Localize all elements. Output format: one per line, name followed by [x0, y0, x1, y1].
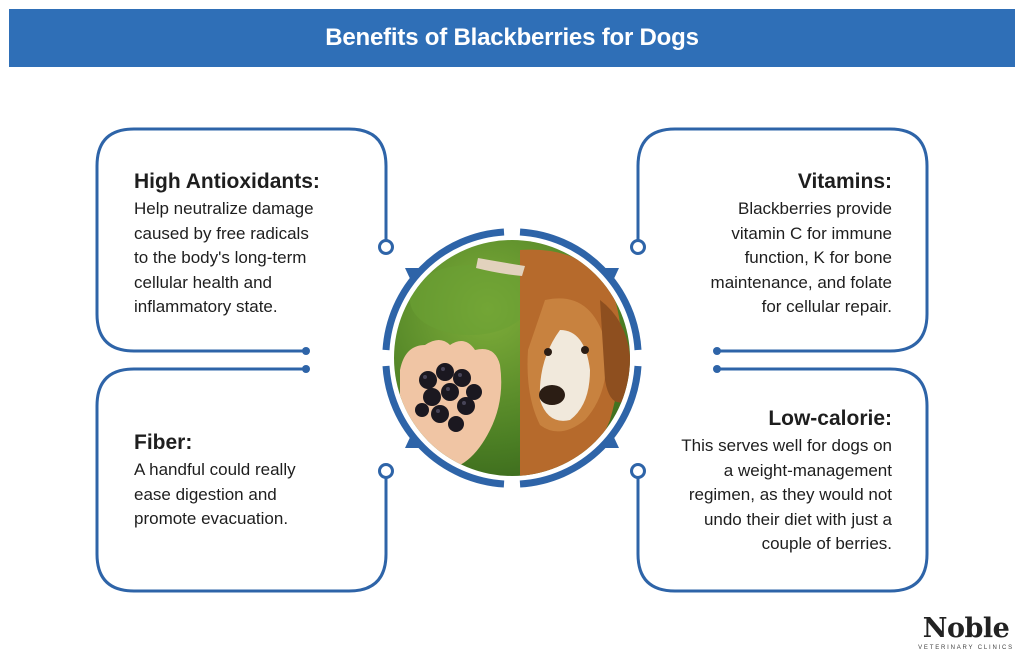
low-calorie-line: a weight-management	[723, 460, 892, 480]
benefit-card-antioxidants: High Antioxidants: Help neutralize damag…	[134, 169, 370, 320]
vitamins-heading: Vitamins:	[797, 170, 892, 193]
antioxidants-heading: High Antioxidants:	[134, 170, 320, 193]
vitamins-line: for cellular repair.	[761, 297, 892, 316]
low-calorie-line: couple of berries.	[761, 534, 892, 553]
antioxidants-line: caused by free radicals	[134, 223, 309, 243]
benefit-card-vitamins: Vitamins: Blackberries provide vitamin C…	[656, 169, 892, 320]
vitamins-line: Blackberries provide	[737, 199, 892, 218]
vitamins-line: function, K for bone	[744, 248, 892, 267]
vitamins-line: maintenance, and folate	[710, 272, 892, 292]
antioxidants-line: cellular health and	[134, 272, 272, 292]
fiber-heading: Fiber:	[134, 431, 193, 454]
vitamins-line: vitamin C for immune	[731, 223, 892, 243]
brand-logo: Noble VETERINARY CLINICS	[918, 613, 1014, 652]
page-title: Benefits of Blackberries for Dogs	[325, 24, 699, 51]
low-calorie-heading: Low-calorie:	[768, 407, 892, 430]
antioxidants-line: to the body's long-term	[134, 248, 307, 267]
fiber-line: promote evacuation.	[134, 509, 289, 528]
fiber-line: ease digestion and	[134, 484, 277, 504]
connector-dots	[302, 347, 721, 373]
benefit-card-fiber: Fiber: A handful could really ease diges…	[134, 430, 370, 532]
fiber-card-outline	[95, 367, 388, 593]
logo-tagline: VETERINARY CLINICS	[918, 645, 1014, 651]
logo-name: Noble	[922, 613, 1010, 644]
dog-with-blackberries-photo	[394, 240, 630, 476]
low-calorie-line: regimen, as they would not	[688, 485, 892, 504]
connector-rings	[378, 239, 646, 479]
antioxidants-line: inflammatory state.	[134, 297, 278, 316]
vitamins-card-outline	[636, 127, 929, 353]
card-outlines	[95, 127, 929, 593]
ring-arrows	[405, 268, 619, 448]
antioxidants-line: Help neutralize damage	[134, 199, 314, 218]
lowcal-card-outline	[636, 367, 929, 593]
title-banner: Benefits of Blackberries for Dogs	[9, 9, 1015, 67]
fiber-line: A handful could really	[134, 460, 296, 479]
low-calorie-line: This serves well for dogs on	[681, 436, 892, 455]
antioxidants-card-outline	[95, 127, 388, 353]
low-calorie-line: undo their diet with just a	[703, 509, 892, 529]
benefit-card-low-calorie: Low-calorie: This serves well for dogs o…	[656, 406, 892, 557]
